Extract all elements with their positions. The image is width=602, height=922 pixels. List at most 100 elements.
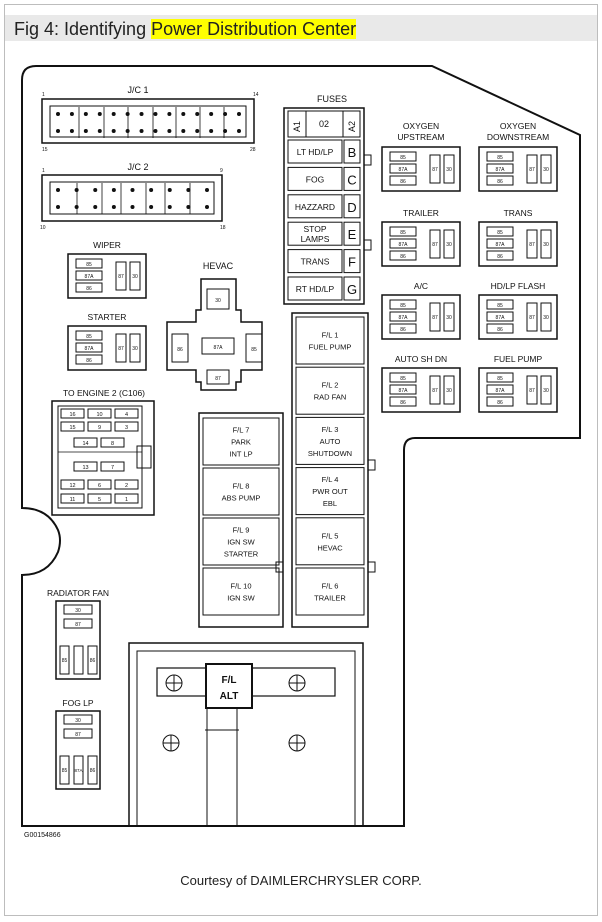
radiator-fan-pin-label: 30: [75, 608, 81, 614]
fog-lp-relay: FOG LP 30 87 85 87A 86: [55, 698, 101, 790]
alt-bus-bar: F/L ALT: [128, 642, 364, 827]
relay-pin-label: 85: [497, 303, 503, 309]
fusible-link-label: F/L 7: [233, 426, 250, 435]
relay-pin: [389, 323, 417, 334]
engine2-pin: [87, 408, 112, 419]
fog-lp-pin-label: 86: [90, 768, 96, 774]
hevac-pin-86: [171, 333, 189, 363]
engine2-pin: [114, 421, 139, 432]
relay-pin-label: 86: [400, 254, 406, 260]
radiator-fan-pin-label: 85: [62, 658, 68, 664]
fusible-link-label: AUTO: [320, 437, 341, 446]
jc2-pin-label: 18: [220, 225, 226, 231]
relay-pin-label: 87A: [399, 315, 409, 321]
connector-pin: [167, 188, 172, 192]
relay-title: A/C: [414, 281, 428, 291]
relay-pin: [486, 163, 514, 174]
fuse-name: HAZZARD: [295, 202, 335, 212]
relay-pin: [389, 175, 417, 186]
fuse-a-row: [287, 110, 361, 138]
fusible-link-label: FUEL PUMP: [309, 343, 352, 352]
relay-pin: [486, 175, 514, 186]
connector-pin: [56, 112, 60, 116]
radiator-fan-relay: RADIATOR FAN 30 87 85 86: [47, 588, 109, 680]
connector-pin: [83, 112, 88, 116]
fuse-slot: [287, 139, 343, 164]
hevac-pin-85: [245, 333, 263, 363]
fusible-link-label: STARTER: [224, 550, 259, 559]
relay-pin-label: 30: [132, 346, 138, 352]
fusible-link-label: PARK: [231, 438, 251, 447]
fuse-name: LT HD/LP: [297, 147, 334, 157]
fusible-link-label: F/L 5: [322, 531, 339, 540]
hevac-pin-30: [206, 288, 230, 310]
connector-pin: [153, 112, 158, 116]
fog-lp-pin-label: 30: [75, 718, 81, 724]
relay-body: [381, 221, 461, 267]
fusible-link-label: ABS PUMP: [222, 494, 261, 503]
relay-pin-label: 87A: [85, 346, 95, 352]
fusible-link-label: F/L 4: [322, 475, 339, 484]
relay-pin: [540, 302, 552, 332]
relay-pin: [129, 261, 141, 291]
fusible-link-label: HEVAC: [317, 543, 343, 552]
jc1-pin-label: 28: [250, 147, 256, 153]
fusible-link: [295, 366, 365, 415]
engine2-pin-label: 11: [70, 497, 76, 503]
figure-frame: [4, 4, 598, 916]
relay-pin: [429, 154, 441, 184]
hevac-pin-label: 86: [177, 347, 183, 353]
connector-pin: [149, 188, 154, 192]
jc2-inner: [49, 181, 215, 215]
connector-pin: [186, 188, 191, 192]
fuse-slot: [287, 276, 343, 301]
relay-title: FUEL PUMP: [494, 354, 543, 364]
relay-pin: [129, 333, 141, 363]
fusible-link-label: F/L 9: [233, 526, 250, 535]
connector-pin: [167, 205, 172, 209]
courtesy-credit: Courtesy of DAIMLERCHRYSLER CORP.: [180, 873, 422, 888]
fuse-name: FOG: [306, 174, 324, 184]
hevac-title: HEVAC: [203, 261, 234, 271]
fusible-link-label: F/L 8: [233, 482, 250, 491]
relay-title: AUTO SH DN: [395, 354, 447, 364]
fuse-letter: F: [348, 255, 356, 270]
relay-title: STARTER: [88, 312, 127, 322]
engine2-pin-label: 15: [69, 425, 75, 431]
connector-pin: [111, 205, 116, 209]
hevac-pin-label: 85: [251, 347, 257, 353]
relay-title: UPSTREAM: [397, 132, 444, 142]
engine2-pin: [87, 421, 112, 432]
fusible-link-label: F/L 2: [322, 381, 339, 390]
engine2-title: TO ENGINE 2 (C106): [63, 388, 145, 398]
relay-pin: [443, 154, 455, 184]
engine2-pin-label: 3: [125, 425, 128, 431]
engine2-pin-label: 12: [69, 483, 75, 489]
fog-lp-title: FOG LP: [62, 698, 94, 708]
engine2-pin: [60, 479, 85, 490]
fuse-slot: [287, 166, 343, 191]
connector-pin: [130, 188, 135, 192]
connector-pin: [139, 129, 144, 133]
fusible-link-label: SHUTDOWN: [308, 449, 352, 458]
connector-pin: [56, 188, 60, 192]
relay-pin-label: 87: [529, 315, 535, 321]
relay-pin-label: 86: [86, 358, 92, 364]
bolt-icon: [165, 674, 183, 692]
engine2-pin: [73, 461, 98, 472]
relay-pin-label: 30: [543, 167, 549, 173]
connector-pin: [56, 205, 60, 209]
relay-pin-label: 87A: [399, 167, 409, 173]
relay-pin-label: 87: [432, 315, 438, 321]
relay-pin: [75, 354, 103, 365]
